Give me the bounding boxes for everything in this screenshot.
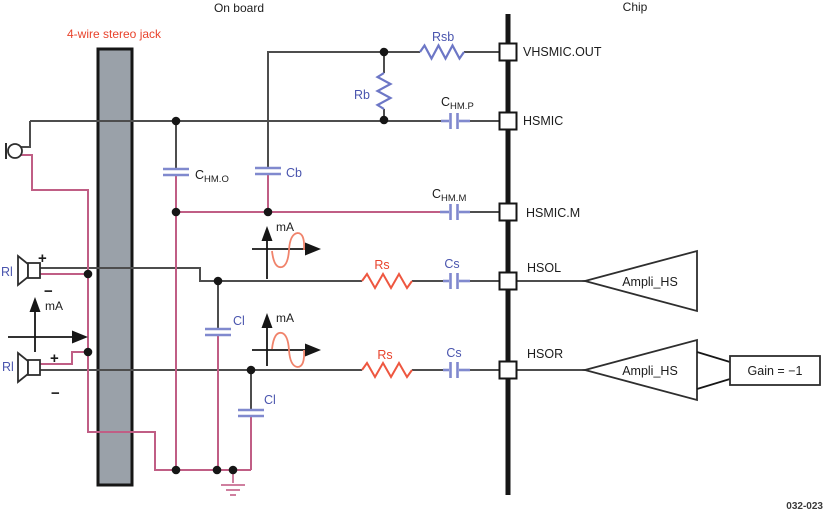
- port-hsmic-pad: [498, 111, 518, 131]
- mic-return-wire: [21, 154, 251, 471]
- microphone-icon: [5, 143, 23, 159]
- region-label-chip: Chip: [623, 0, 648, 14]
- sine-wave-icon: [271, 232, 306, 269]
- up-arrow-icon: [261, 226, 273, 241]
- amp-label-hsor: Ampli_HS: [622, 364, 678, 378]
- resistor-rsb-symbol: [419, 43, 465, 61]
- port-hsol-pad: [498, 271, 518, 291]
- label-rs-hsol: Rs: [374, 258, 389, 272]
- chip-ports-pads: [498, 42, 518, 380]
- region-label-on-board: On board: [214, 1, 264, 15]
- capacitor-cl-left-symbol: [205, 327, 231, 337]
- label-ma-left: mA: [45, 299, 63, 313]
- current-axis-hsol: [252, 226, 321, 279]
- wires-pink: [21, 154, 440, 471]
- label-rb: Rb: [354, 88, 370, 102]
- vhsmic-wire: [267, 51, 420, 167]
- label-rs-hsor: Rs: [377, 348, 392, 362]
- amp-label-hsol: Ampli_HS: [622, 275, 678, 289]
- speaker-right-plus-wire: [40, 351, 88, 365]
- capacitor-chmm-symbol: [440, 204, 470, 220]
- junction-dots: [83, 47, 389, 475]
- label-cs-hsor: Cs: [446, 346, 461, 360]
- label-ma-hsol: mA: [276, 220, 294, 234]
- sine-wave-icon: [271, 331, 306, 368]
- port-label-hsor: HSOR: [527, 347, 563, 361]
- label-cs-hsol: Cs: [444, 257, 459, 271]
- minus-left: −: [44, 283, 53, 300]
- amp-hsor: [581, 338, 821, 402]
- up-arrow-icon: [261, 313, 273, 328]
- amp-hsol: [581, 249, 698, 313]
- minus-right: −: [51, 385, 60, 402]
- port-label-hsmic-m: HSMIC.M: [526, 206, 580, 220]
- capacitor-cl-right-symbol: [238, 408, 264, 418]
- amp-triangle-icon: [581, 338, 698, 402]
- port-vhsmic-out-pad: [498, 42, 518, 62]
- label-rl-left: Rl: [1, 265, 13, 279]
- capacitor-chmo-symbol: [163, 167, 189, 177]
- label-c-hm-m: CHM.M: [432, 187, 466, 204]
- capacitor-cs-hsor-symbol: [443, 362, 470, 378]
- current-axis-left: [8, 297, 88, 352]
- port-label-hsol: HSOL: [527, 261, 561, 275]
- wires-dark: [21, 51, 585, 409]
- speaker-left-icon: [17, 254, 41, 287]
- resistor-rb-symbol: [375, 72, 393, 110]
- up-arrow-icon: [29, 297, 41, 312]
- port-hsor-pad: [498, 360, 518, 380]
- label-cl-left: Cl: [233, 314, 245, 328]
- gain-label: Gain = −1: [748, 364, 803, 378]
- port-hsmic-m-pad: [498, 202, 518, 222]
- label-ma-hsor: mA: [276, 311, 294, 325]
- plus-left: +: [38, 250, 47, 267]
- resistor-rs-hsol-symbol: [361, 271, 413, 291]
- right-arrow-icon: [305, 343, 321, 357]
- speaker-right-icon: [17, 351, 41, 384]
- capacitor-cb-symbol: [255, 166, 281, 176]
- port-label-vhsmic-out: VHSMIC.OUT: [523, 45, 602, 59]
- capacitor-chmp-symbol: [441, 113, 470, 129]
- label-rsb: Rsb: [432, 30, 454, 44]
- label-c-hm-p: CHM.P: [441, 95, 474, 112]
- label-cl-right: Cl: [264, 393, 276, 407]
- gain-box: [729, 355, 821, 386]
- capacitor-cs-hsol-symbol: [443, 273, 470, 289]
- jack-label: 4-wire stereo jack: [67, 27, 162, 41]
- label-c-hm-o: CHM.O: [195, 168, 229, 185]
- right-arrow-icon: [72, 330, 88, 344]
- right-arrow-icon: [305, 242, 321, 256]
- mic-wire: [21, 121, 31, 148]
- port-label-hsmic: HSMIC: [523, 114, 563, 128]
- current-axis-hsor: [252, 313, 321, 368]
- label-rl-right: Rl: [2, 360, 14, 374]
- amp-triangle-icon: [581, 249, 698, 313]
- resistor-rs-hsor-symbol: [361, 360, 413, 380]
- label-cb: Cb: [286, 166, 302, 180]
- figure-number: 032-023: [786, 501, 823, 512]
- hsol-wire: [40, 267, 362, 282]
- plus-right: +: [50, 350, 59, 367]
